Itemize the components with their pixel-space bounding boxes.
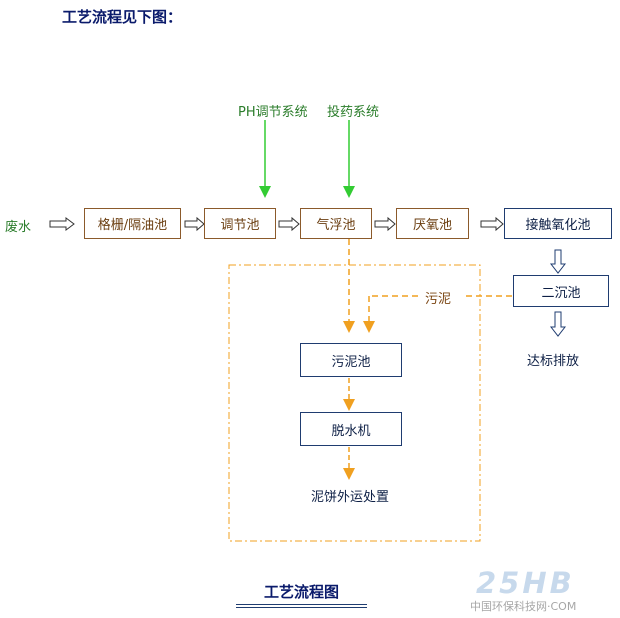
flow-arrow-down-1: [549, 249, 567, 274]
flow-arrow-5: [480, 216, 504, 232]
flow-arrow-1: [49, 217, 75, 231]
watermark-logo: 25HB: [476, 566, 575, 600]
regulation-tank: 调节池: [204, 208, 276, 239]
flow-arrow-down-2: [549, 311, 567, 337]
ph-system-label: PH调节系统: [238, 105, 308, 120]
dosing-system-label: 投药系统: [327, 105, 380, 120]
contact-oxidation-tank: 接触氧化池: [504, 208, 612, 239]
sludge-return-label: 污泥: [425, 292, 452, 307]
sludge-treatment-boundary: [228, 264, 481, 542]
watermark-site: 中国环保科技网·COM: [470, 600, 577, 613]
dewatering-machine: 脱水机: [300, 412, 402, 446]
flow-arrow-2: [184, 216, 205, 232]
diagram-caption: 工艺流程图: [264, 583, 340, 601]
flow-arrow-3: [278, 216, 300, 232]
caption-underline-1: [236, 604, 367, 605]
sludge-tank: 污泥池: [300, 343, 402, 377]
grid-oil-tank: 格栅/隔油池: [84, 208, 181, 239]
anaerobic-tank: 厌氧池: [396, 208, 469, 239]
secondary-settling-tank: 二沉池: [513, 275, 609, 307]
flow-arrow-4: [374, 216, 396, 232]
page-heading: 工艺流程见下图：: [62, 8, 183, 26]
wastewater-label: 废水: [5, 220, 32, 235]
air-flotation-tank: 气浮池: [300, 208, 372, 239]
cake-disposal-label: 泥饼外运处置: [311, 490, 390, 505]
discharge-label: 达标排放: [527, 354, 580, 369]
caption-underline-2: [236, 607, 367, 608]
